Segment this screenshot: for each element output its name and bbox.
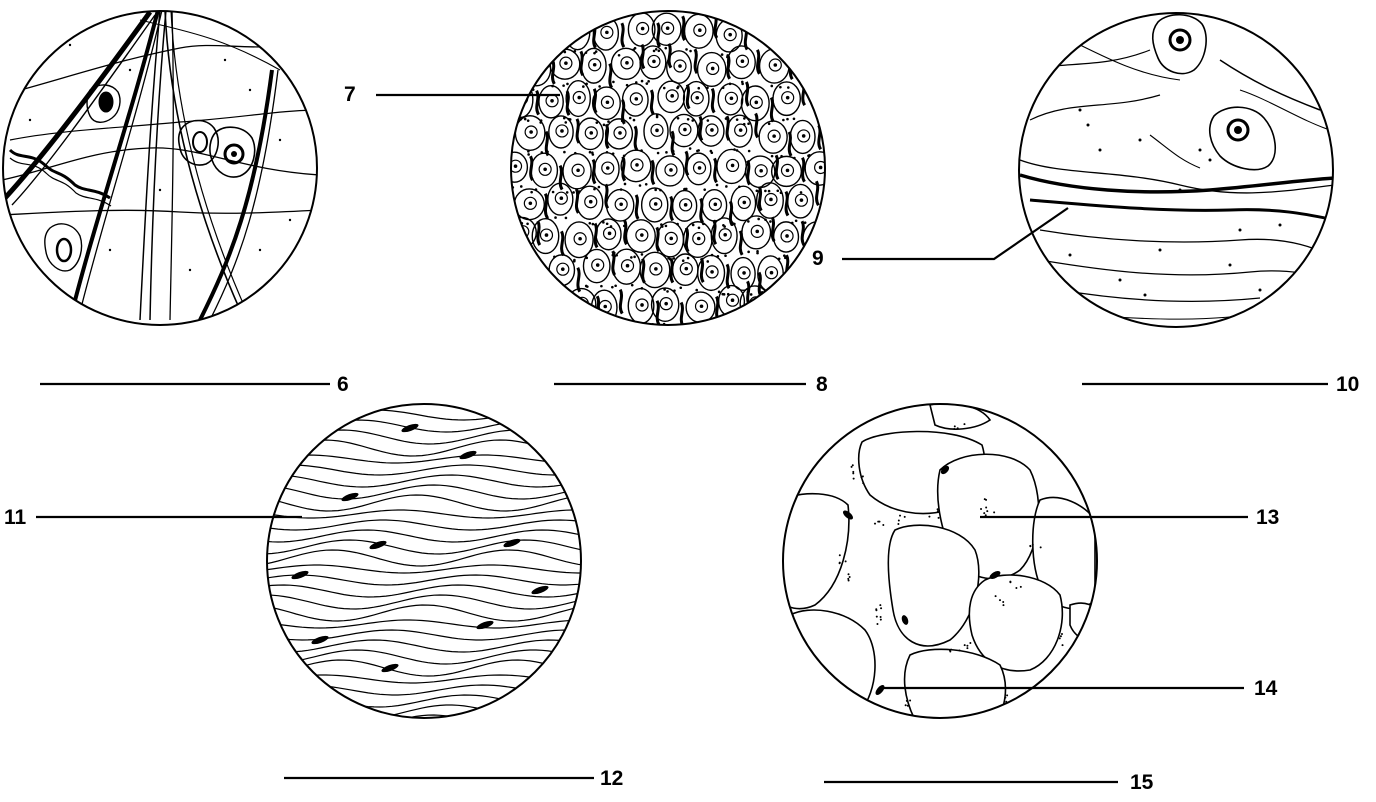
label-14: 14	[1254, 678, 1277, 699]
leader-line-9	[842, 208, 1068, 259]
label-10: 10	[1336, 374, 1359, 395]
fiber-line	[260, 685, 590, 695]
label-9: 9	[812, 248, 824, 269]
panel-fibrous-tissue	[1019, 13, 1335, 327]
fiber-line	[260, 540, 590, 554]
fiber-line	[260, 630, 590, 640]
label-11: 11	[4, 507, 26, 528]
fiber-line	[260, 550, 590, 566]
fiber-line	[260, 465, 590, 475]
fiber-line	[260, 620, 590, 628]
fiber-line	[260, 420, 590, 432]
fiber-line	[260, 530, 590, 542]
fiber-line	[260, 650, 590, 664]
leader-lines	[36, 95, 1328, 782]
panel-wavy-fibrous-tissue	[260, 400, 590, 731]
label-6: 6	[337, 374, 349, 395]
fiber-line	[260, 510, 590, 518]
cell	[565, 14, 589, 49]
label-13: 13	[1256, 507, 1279, 528]
label-15: 15	[1130, 772, 1153, 793]
fiber-line	[260, 430, 590, 444]
panel-adipose-tissue	[780, 400, 1100, 720]
label-8: 8	[816, 374, 828, 395]
panel-4-fibers	[260, 400, 590, 731]
panel-4-border	[267, 404, 581, 718]
label-12: 12	[600, 768, 623, 789]
panel-loose-connective-tissue	[2, 10, 320, 325]
panel-2-cells	[499, 13, 838, 330]
fiber-line	[260, 695, 590, 707]
panel-cellular-tissue	[499, 11, 838, 330]
fiber-line	[260, 520, 590, 530]
fiber-line	[260, 605, 590, 621]
fiber-line	[260, 410, 590, 420]
label-7: 7	[344, 84, 356, 105]
fiber-line	[260, 575, 590, 585]
fiber-line	[260, 705, 590, 719]
